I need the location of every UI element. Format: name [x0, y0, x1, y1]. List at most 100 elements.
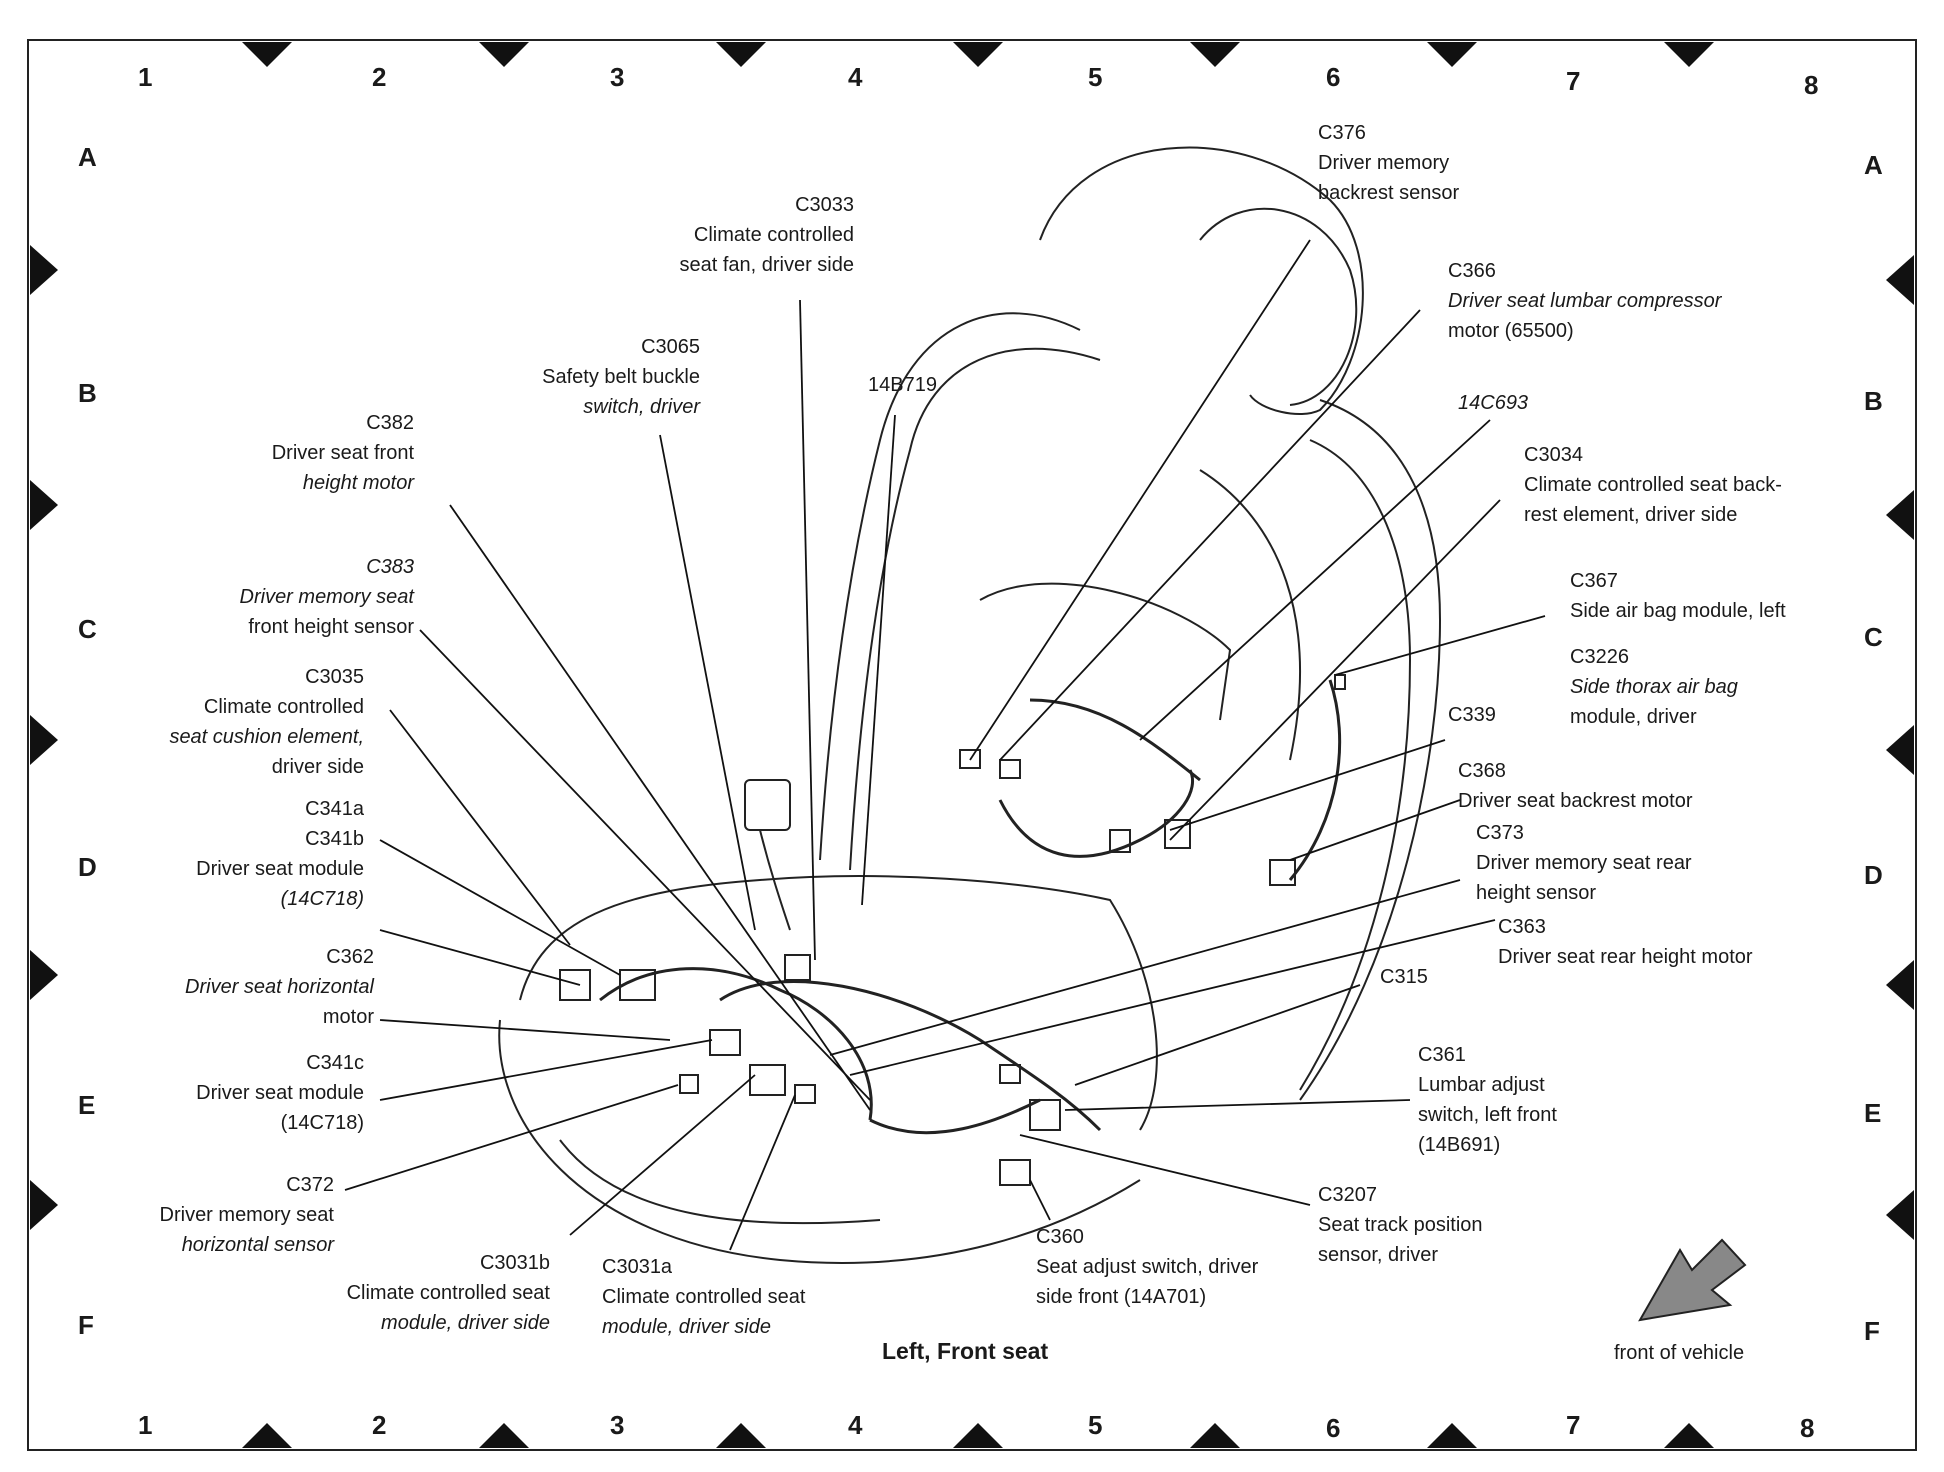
grid-col-3: 3 [610, 62, 625, 92]
leader-lines [344, 239, 1546, 1251]
grid-row-D-right: D [1864, 860, 1883, 890]
grid-col-3-bottom: 3 [610, 1410, 625, 1440]
callout-c3226: C3226 Side thorax air bag module, driver [1570, 642, 1738, 732]
grid-row-F-right: F [1864, 1316, 1880, 1346]
callout-c368: C368 Driver seat backrest motor [1458, 756, 1693, 816]
callout-desc: Driver seat rear height motor [1498, 946, 1753, 968]
grid-col-5-bottom: 5 [1088, 1410, 1103, 1440]
callout-desc: front height sensor [248, 616, 414, 638]
grid-col-1-bottom: 1 [138, 1410, 153, 1440]
grid-row-E: E [78, 1090, 96, 1120]
callout-code: 14C693 [1458, 392, 1529, 414]
callout-c341c: C341c Driver seat module (14C718) [140, 1048, 364, 1138]
callout-c361: C361 Lumbar adjust switch, left front (1… [1418, 1040, 1557, 1160]
grid-row-C-right: C [1864, 622, 1883, 652]
callout-14b719: 14B719 [868, 370, 937, 400]
grid-row-B: B [78, 378, 97, 408]
grid-col-1: 1 [138, 62, 153, 92]
callout-desc: module, driver side [602, 1316, 771, 1338]
callout-desc: horizontal sensor [181, 1234, 334, 1256]
diagram-title: Left, Front seat [882, 1338, 1049, 1364]
callout-c3031a: C3031a Climate controlled seat module, d… [602, 1252, 805, 1342]
callout-code: C3031a [602, 1256, 673, 1278]
grid-col-2-bottom: 2 [372, 1410, 387, 1440]
callout-c373: C373 Driver memory seat rear height sens… [1476, 818, 1692, 908]
callout-c382: C382 Driver seat front height motor [200, 408, 414, 498]
callout-code: 14B719 [868, 374, 937, 396]
grid-col-2: 2 [372, 62, 387, 92]
callout-code: C368 [1458, 760, 1506, 782]
callout-code: C372 [286, 1174, 334, 1196]
callout-desc: (14B691) [1418, 1134, 1501, 1156]
callout-desc: Climate controlled [203, 696, 364, 718]
callout-desc: Climate controlled seat [346, 1282, 550, 1304]
grid-col-6-bottom: 6 [1326, 1413, 1341, 1443]
callout-desc: (14C718) [280, 1112, 364, 1134]
callout-c363: C363 Driver seat rear height motor [1498, 912, 1753, 972]
callout-c376: C376 Driver memory backrest sensor [1318, 118, 1459, 208]
callout-code: C362 [326, 946, 374, 968]
grid-row-E-right: E [1864, 1098, 1882, 1128]
callout-desc: Climate controlled [693, 224, 854, 246]
callout-desc: switch, driver [583, 396, 700, 418]
grid-row-A: A [78, 142, 97, 172]
callout-code: C341b [305, 828, 364, 850]
callout-c362: C362 Driver seat horizontal motor [130, 942, 374, 1032]
callout-desc: Driver memory seat [159, 1204, 334, 1226]
callout-desc: Seat track position [1318, 1214, 1483, 1236]
grid-col-4-bottom: 4 [848, 1410, 863, 1440]
callout-code: C383 [366, 556, 414, 578]
callout-desc: motor (65500) [1448, 320, 1574, 342]
grid-row-F: F [78, 1310, 94, 1340]
callout-c3033: C3033 Climate controlled seat fan, drive… [620, 190, 854, 280]
grid-col-7: 7 [1566, 66, 1581, 96]
grid-col-4: 4 [848, 62, 863, 92]
callout-desc: Driver seat horizontal [185, 976, 374, 998]
callout-code: C366 [1448, 260, 1496, 282]
callout-code: C315 [1380, 966, 1428, 988]
callout-c3207: C3207 Seat track position sensor, driver [1318, 1180, 1483, 1270]
callout-desc: Side air bag module, left [1570, 600, 1786, 622]
callout-desc: Lumbar adjust [1418, 1074, 1545, 1096]
callout-code: C367 [1570, 570, 1618, 592]
callout-desc: driver side [271, 756, 364, 778]
grid-row-A-right: A [1864, 150, 1883, 180]
callout-desc: seat cushion element, [169, 726, 364, 748]
callout-code: C339 [1448, 704, 1496, 726]
callout-desc: Climate controlled seat back- [1524, 474, 1782, 496]
callout-desc: backrest sensor [1318, 182, 1460, 204]
callout-14c693: 14C693 [1458, 388, 1528, 418]
callout-desc: Driver seat front [271, 442, 414, 464]
callout-desc: height sensor [1476, 882, 1597, 904]
callout-c341ab: C341a C341b Driver seat module (14C718) [140, 794, 364, 914]
callout-desc: motor [322, 1006, 374, 1028]
front-of-vehicle-label: front of vehicle [1614, 1342, 1745, 1364]
grid-markers [30, 42, 1914, 1448]
callout-desc: Side thorax air bag [1570, 676, 1738, 698]
callout-c367: C367 Side air bag module, left [1570, 566, 1786, 626]
callout-code: C373 [1476, 822, 1524, 844]
callout-desc: Driver seat module [196, 858, 364, 880]
grid-col-8-bottom: 8 [1800, 1413, 1815, 1443]
callout-c3031b: C3031b Climate controlled seat module, d… [320, 1248, 550, 1338]
callout-code: C3034 [1524, 444, 1583, 466]
callout-code: C363 [1498, 916, 1546, 938]
callout-code: C360 [1036, 1226, 1084, 1248]
callout-desc: Seat adjust switch, driver [1036, 1256, 1259, 1278]
callout-c3034: C3034 Climate controlled seat back- rest… [1524, 440, 1782, 530]
grid-col-6: 6 [1326, 62, 1341, 92]
callout-code: C3033 [795, 194, 854, 216]
callout-code: C3226 [1570, 646, 1629, 668]
callout-c383: C383 Driver memory seat front height sen… [180, 552, 414, 642]
callout-code: C3065 [641, 336, 700, 358]
callout-code: C382 [366, 412, 414, 434]
callout-desc: Driver memory seat rear [1476, 852, 1692, 874]
grid-col-5: 5 [1088, 62, 1103, 92]
grid-col-8: 8 [1804, 70, 1819, 100]
callout-desc: Driver memory seat [239, 586, 414, 608]
grid-row-D: D [78, 852, 97, 882]
callout-code: C3207 [1318, 1184, 1377, 1206]
grid-row-B-right: B [1864, 386, 1883, 416]
callout-code: C341a [305, 798, 364, 820]
